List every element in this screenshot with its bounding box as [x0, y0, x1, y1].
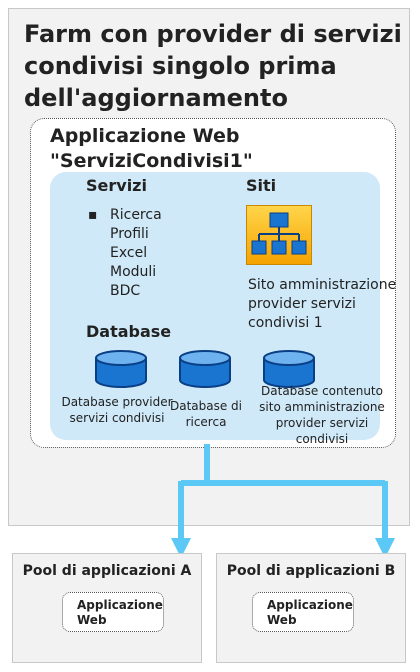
- database-heading: Database: [86, 322, 172, 341]
- hierarchy-child-node: [271, 240, 287, 255]
- database-label: Database provider servizi condivisi: [61, 395, 173, 425]
- database-icon: [263, 350, 315, 388]
- database-label: Database contenuto sito amministrazione …: [259, 384, 385, 446]
- service-label: BDC: [110, 283, 141, 299]
- service-item: Moduli: [88, 263, 162, 282]
- service-item: BDC: [88, 282, 162, 301]
- hierarchy-connectors: [258, 227, 300, 241]
- service-label: Profili: [110, 226, 149, 242]
- app-pool-a-web-app: Applicazione Web: [62, 592, 164, 632]
- database-icon: [95, 350, 147, 388]
- hierarchy-child-node: [251, 240, 267, 255]
- services-heading: Servizi: [86, 176, 147, 195]
- app-pool-a-title: Pool di applicazioni A: [22, 563, 192, 579]
- service-item: Excel: [88, 244, 162, 263]
- hierarchy-root-node: [269, 212, 289, 228]
- shared-services-panel: [50, 172, 380, 440]
- bullet-icon: ▪: [88, 207, 98, 223]
- database-label: Database di ricerca: [169, 399, 243, 429]
- sites-heading: Siti: [246, 176, 277, 195]
- admin-site-label: Sito amministrazione provider servizi co…: [248, 277, 397, 331]
- services-list: ▪ Ricerca Profili Excel Moduli BDC: [88, 206, 162, 301]
- app-pool-b-title: Pool di applicazioni B: [226, 563, 396, 579]
- service-item: ▪ Ricerca: [88, 206, 162, 225]
- farm-title: Farm con provider di servizi condivisi s…: [24, 20, 402, 112]
- hierarchy-child-node: [291, 240, 307, 255]
- web-application-title: Applicazione Web "ServiziCondivisi1": [50, 125, 253, 172]
- service-label: Excel: [110, 245, 148, 261]
- site-hierarchy-icon: [246, 205, 312, 265]
- database-icon: [179, 350, 231, 388]
- app-pool-b-web-app: Applicazione Web: [252, 592, 354, 632]
- service-label: Moduli: [110, 264, 157, 280]
- site-hierarchy-graphic: [251, 212, 307, 255]
- service-item: Profili: [88, 225, 162, 244]
- service-label: Ricerca: [110, 207, 162, 223]
